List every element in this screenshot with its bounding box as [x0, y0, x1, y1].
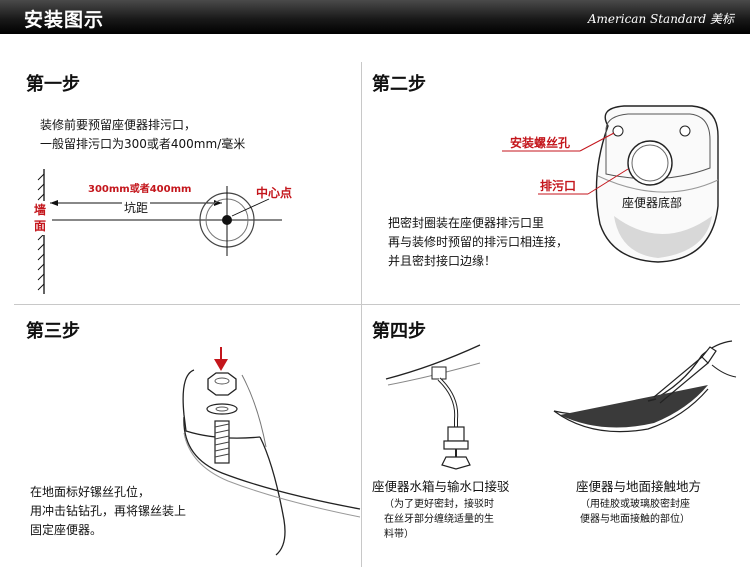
horizontal-divider	[14, 304, 740, 305]
step-1-title: 第一步	[26, 74, 80, 95]
step-4-note-b-line-1: （用硅胶或玻璃胶密封座	[580, 499, 690, 510]
step-4-panel: 第四步 座便器水箱与输水口接驳 （为了更好密封，接驳时 在丝牙部分缠绕适量的生 …	[362, 305, 740, 567]
step-2-title: 第二步	[372, 74, 426, 95]
toilet-base-label: 座便器底部	[622, 196, 683, 210]
step-4-note-a-line-2: 在丝牙部分缠绕适量的生	[384, 514, 494, 525]
step-2-line-1: 把密封圈装在座便器排污口里	[388, 216, 545, 230]
step-2-panel: 第二步 安装螺丝孔 排污口 座便器底部 把密封圈装在座便器排污口里 再与装修时预…	[362, 56, 740, 303]
step-2-line-3: 并且密封接口边缘！	[388, 254, 497, 268]
vertical-divider	[361, 62, 362, 567]
wall-label-2: 面	[34, 217, 47, 235]
step-3-line-2: 用冲击钻钻孔，再将镙丝装上	[30, 504, 187, 518]
step-4-diagram	[385, 340, 737, 470]
step-3-line-3: 固定座便器。	[30, 523, 103, 537]
wall-label-1: 墙	[34, 201, 47, 219]
bolt-hole-label: 安装螺丝孔	[510, 136, 571, 150]
step-3-title: 第三步	[26, 321, 80, 342]
step-2-diagram	[502, 105, 719, 263]
step-4-title: 第四步	[372, 321, 426, 342]
page-title: 安装图示	[24, 9, 105, 31]
step-4-note-a-line-1: （为了更好密封，接驳时	[384, 499, 494, 510]
step-4-note-a-line-3: 料带）	[384, 529, 414, 540]
center-point-label: 中心点	[256, 186, 293, 200]
step-1-diagram	[37, 169, 282, 294]
step-3-diagram	[182, 347, 361, 556]
step-1-line-2: 一般留排污口为300或者400mm/毫米	[40, 137, 246, 151]
step-3-line-1: 在地面标好镙丝孔位，	[30, 485, 151, 499]
step-3-panel: 第三步 在地面标好镙丝孔位， 用冲击钻钻孔，再将镙丝装上 固定座便器。	[14, 305, 361, 567]
distance-label: 300mm或者400mm	[88, 184, 192, 195]
header-bar: 安装图示 American Standard 美标	[0, 0, 750, 34]
step-4-note-b-line-2: 便器与地面接触的部位）	[580, 514, 690, 525]
pit-distance-label: 坑距	[122, 199, 151, 217]
step-4-caption-a: 座便器水箱与输水口接驳	[372, 479, 510, 494]
brand-logo: American Standard 美标	[587, 12, 734, 26]
step-1-line-1: 装修前要预留座便器排污口，	[40, 118, 197, 132]
step-2-line-2: 再与装修时预留的排污口相连接，	[388, 235, 569, 249]
outlet-label: 排污口	[540, 179, 577, 193]
step-4-caption-b: 座便器与地面接触地方	[576, 479, 702, 494]
step-1-panel: 第一步 装修前要预留座便器排污口， 一般留排污口为300或者400mm/毫米 3…	[14, 56, 360, 303]
